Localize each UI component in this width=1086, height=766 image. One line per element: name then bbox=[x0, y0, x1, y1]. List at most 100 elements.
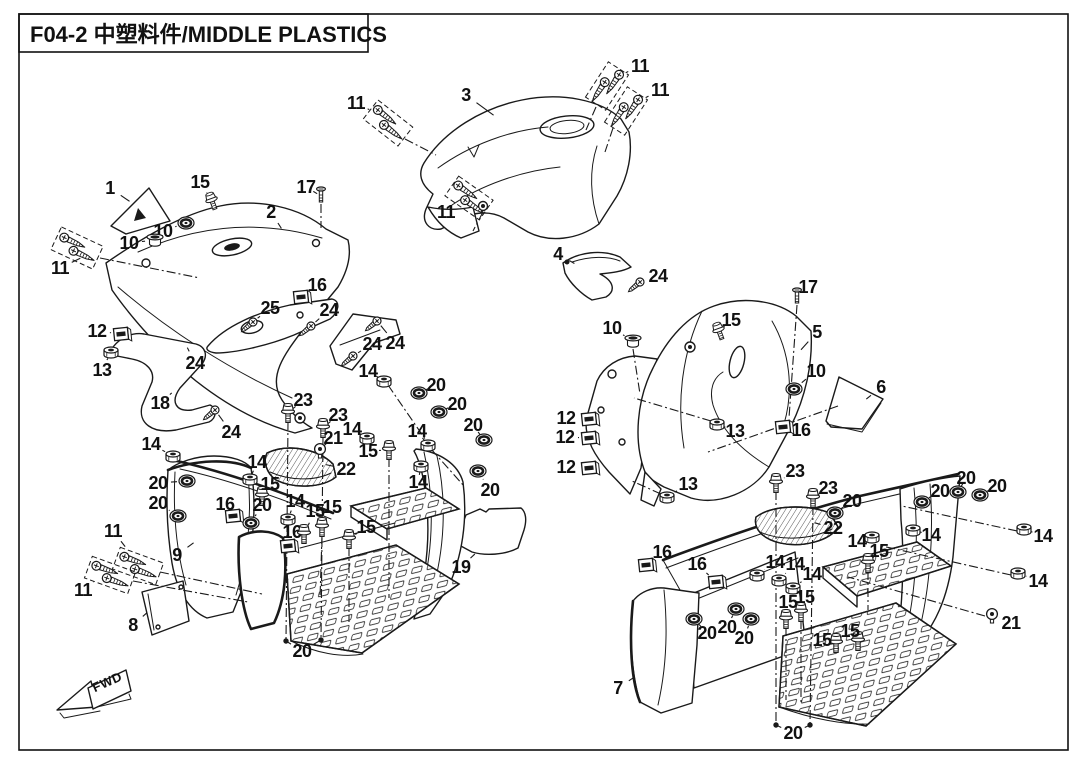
part-label: 24 bbox=[319, 300, 339, 320]
callout-20: 20 bbox=[410, 375, 446, 400]
callout-20: 20 bbox=[463, 415, 493, 447]
fwd-arrow-shadow bbox=[59, 693, 132, 719]
part-label: 15 bbox=[358, 441, 378, 461]
screw-icon bbox=[610, 102, 629, 127]
grommet-icon bbox=[913, 495, 931, 509]
part-18-bracket bbox=[112, 332, 216, 432]
callout-12: 12 bbox=[556, 408, 601, 428]
fastener-box-11 bbox=[444, 175, 494, 221]
screwa-icon bbox=[340, 351, 358, 367]
part-label: 15 bbox=[840, 621, 860, 641]
part-label: 12 bbox=[556, 408, 576, 428]
callout-7: 7 bbox=[613, 677, 634, 698]
clip-icon bbox=[112, 326, 133, 342]
callout-20: 20 bbox=[148, 493, 187, 523]
callout-23: 23 bbox=[768, 461, 805, 725]
part-label: 17 bbox=[296, 177, 316, 197]
part-label: 2 bbox=[266, 202, 276, 222]
part-label: 20 bbox=[956, 468, 976, 488]
clip-icon bbox=[580, 460, 601, 476]
screw-icon bbox=[606, 69, 625, 95]
part-label: 16 bbox=[215, 494, 235, 514]
part-label: 23 bbox=[328, 405, 348, 425]
screw-icon bbox=[460, 195, 485, 214]
callout-20: 20 bbox=[717, 602, 745, 637]
part-1-corner-panel bbox=[110, 187, 171, 235]
screw-icon bbox=[372, 104, 397, 125]
boltv-icon bbox=[860, 553, 876, 573]
screwa-icon bbox=[298, 321, 316, 337]
nut-icon bbox=[420, 439, 436, 452]
boltv-icon bbox=[793, 602, 809, 622]
callout-14: 14 bbox=[749, 552, 785, 582]
callout-21: 21 bbox=[847, 576, 1021, 633]
screw-icon bbox=[453, 180, 478, 200]
part-label: 11 bbox=[437, 202, 456, 222]
clip-icon bbox=[707, 574, 728, 590]
callout-16: 16 bbox=[279, 522, 302, 554]
part-label: 14 bbox=[141, 434, 161, 454]
part-label: 15 bbox=[190, 172, 210, 192]
callout-14: 14 bbox=[881, 545, 1048, 591]
nut-icon bbox=[103, 346, 119, 359]
callout-20: 20 bbox=[734, 612, 760, 648]
grommet-icon bbox=[169, 509, 187, 523]
callout-11: 11 bbox=[625, 56, 650, 76]
callout-9: 9 bbox=[172, 542, 194, 565]
part-label: 20 bbox=[783, 723, 803, 743]
part-label: 20 bbox=[447, 394, 467, 414]
rivet-icon bbox=[313, 442, 327, 459]
part-label: 21 bbox=[323, 428, 343, 448]
callout-20: 20 bbox=[949, 468, 976, 499]
part-label: 12 bbox=[555, 427, 575, 447]
part-label: 14 bbox=[247, 452, 267, 472]
boltv-icon bbox=[280, 403, 296, 423]
callout-16: 16 bbox=[774, 419, 811, 440]
callout-14: 14 bbox=[242, 452, 267, 486]
part-label: 10 bbox=[806, 361, 826, 381]
callout-20: 20 bbox=[469, 464, 500, 500]
part-4-small-cover bbox=[562, 251, 632, 301]
callout-14: 14 bbox=[905, 524, 941, 545]
part-19-flap bbox=[457, 507, 527, 556]
callout-13: 13 bbox=[709, 418, 745, 441]
construction-lines-layer bbox=[99, 106, 839, 603]
part-label: 11 bbox=[631, 56, 650, 76]
bolt-icon bbox=[712, 321, 725, 341]
screw-icon bbox=[625, 94, 644, 120]
part-6-corner-panel bbox=[825, 376, 884, 433]
boltv-icon bbox=[768, 473, 784, 493]
part-label: 16 bbox=[282, 522, 302, 542]
callout-15: 15 bbox=[296, 501, 325, 544]
callout-6: 6 bbox=[865, 377, 887, 400]
part-label: 18 bbox=[150, 393, 170, 413]
part-label: 14 bbox=[1028, 571, 1048, 591]
part-label: 14 bbox=[921, 525, 941, 545]
nut-icon bbox=[413, 460, 429, 473]
callout-14: 14 bbox=[901, 505, 1053, 546]
nut-icon bbox=[165, 450, 181, 463]
rivet-icon bbox=[985, 607, 999, 624]
callout-21: 21 bbox=[313, 428, 343, 459]
part-label: 20 bbox=[842, 491, 862, 511]
part-label: 24 bbox=[362, 334, 382, 354]
part-label: 11 bbox=[651, 80, 670, 100]
part-label: 20 bbox=[252, 495, 272, 515]
plug-icon bbox=[146, 233, 164, 247]
callout-14: 14 bbox=[785, 564, 822, 595]
part-label: 20 bbox=[426, 375, 446, 395]
part-label: 14 bbox=[765, 552, 785, 572]
grommet-icon bbox=[685, 612, 703, 626]
fwd-arrow: FWD bbox=[56, 669, 132, 719]
part-25-center-cover bbox=[206, 298, 339, 354]
callout-14: 14 bbox=[407, 421, 465, 487]
grommet-icon bbox=[727, 602, 745, 616]
part-label: 20 bbox=[480, 480, 500, 500]
part-label: 24 bbox=[385, 333, 405, 353]
nut-icon bbox=[771, 574, 787, 587]
callout-18: 18 bbox=[150, 392, 173, 413]
callout-20: 20 bbox=[826, 491, 862, 520]
clip-icon bbox=[292, 289, 313, 305]
callout-14: 14 bbox=[408, 460, 429, 492]
